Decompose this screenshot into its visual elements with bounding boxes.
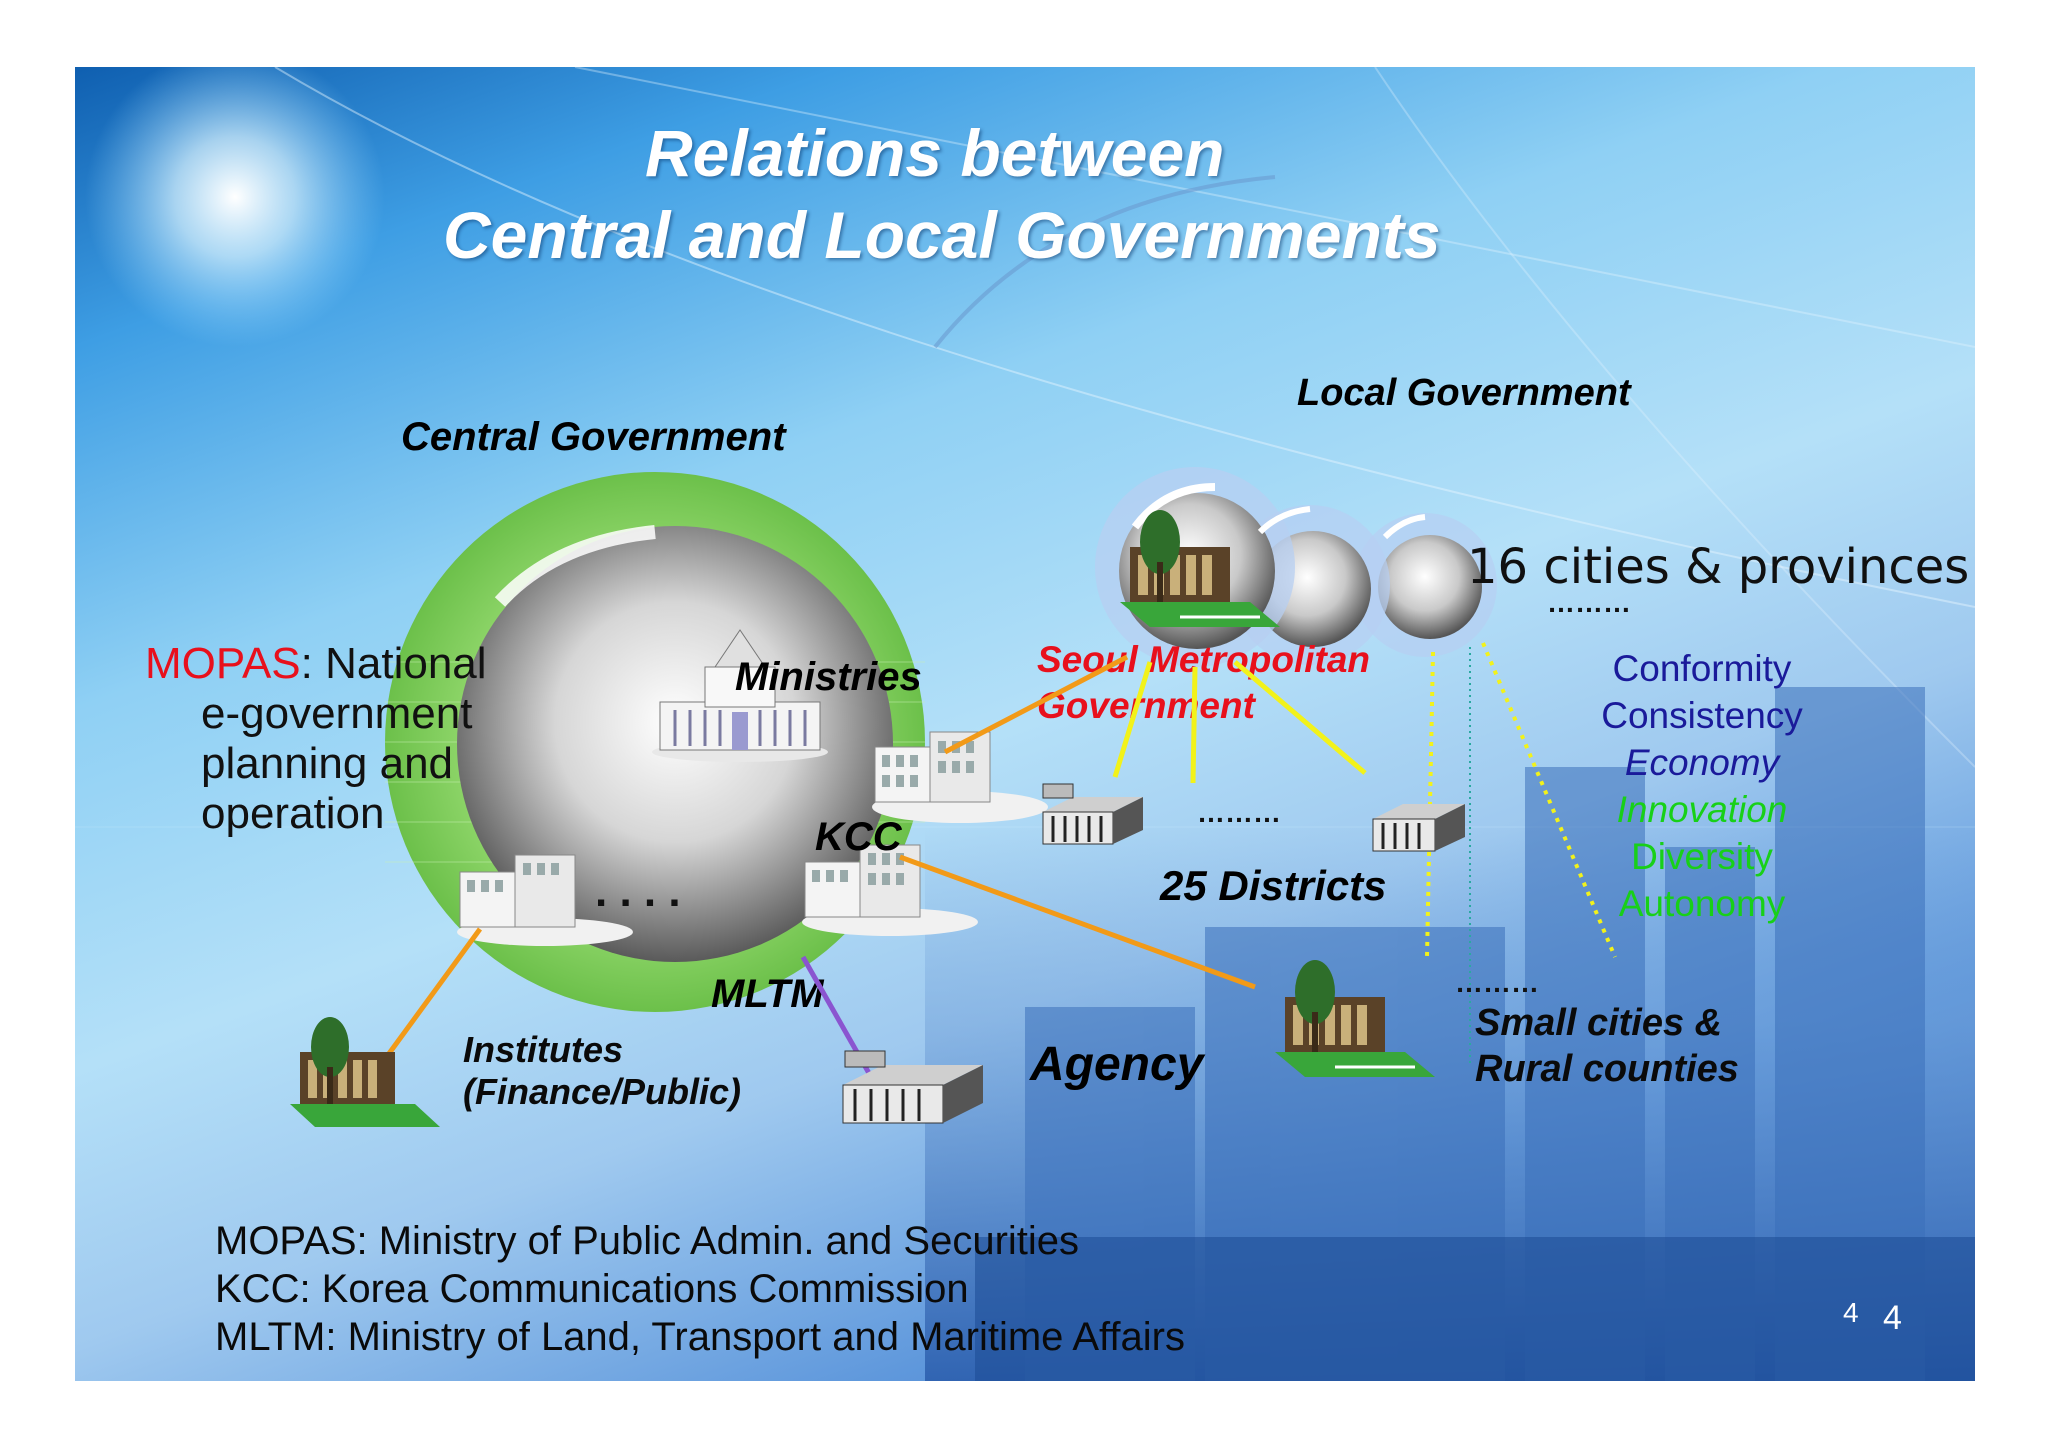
- value-economy: Economy: [1624, 742, 1780, 783]
- local-government-heading: Local Government: [1297, 372, 1631, 414]
- mopas-note-line-2: e-government: [201, 689, 473, 738]
- title-line-2: Central and Local Governments: [443, 198, 1441, 272]
- mopas-note-line-4: operation: [201, 789, 385, 838]
- district-dots: ………: [1197, 797, 1281, 828]
- central-to-institutes-line: [382, 927, 483, 1061]
- value-diversity: Diversity: [1631, 836, 1773, 877]
- seoul-to-district-line-2: [1190, 666, 1198, 784]
- mopas-note: MOPAS: National e-government planning an…: [145, 639, 487, 839]
- value-innovation: Innovation: [1616, 789, 1788, 830]
- legend-kcc: KCC: Korea Communications Commission: [215, 1267, 969, 1311]
- park-building-icon: [1120, 510, 1280, 627]
- background-art: [75, 67, 1975, 1381]
- abbreviation-legend: MOPAS: Ministry of Public Admin. and Sec…: [215, 1217, 1185, 1361]
- ministries-label: Ministries: [735, 655, 922, 699]
- small-cities-label-line-2: Rural counties: [1475, 1048, 1739, 1090]
- small-cities-label-line-1: Small cities &: [1475, 1002, 1723, 1044]
- seoul-to-district-line-1: [1112, 661, 1153, 778]
- small-cities-label: Small cities & Rural counties: [1475, 1000, 1739, 1092]
- slide: Relations between Central and Local Gove…: [75, 67, 1975, 1381]
- kcc-building-icon: [802, 844, 978, 936]
- central-government-heading: Central Government: [401, 415, 786, 459]
- capitol-icon: [652, 629, 828, 762]
- cities-dots: ………: [1547, 587, 1631, 618]
- connector-lines: [382, 642, 1617, 1077]
- ministry-building-icon-left: [457, 854, 633, 946]
- mopas-note-line-3: planning and: [201, 739, 454, 788]
- institutes-label-line-2: (Finance/Public): [463, 1071, 742, 1112]
- office-block-icon-right: [1372, 804, 1465, 852]
- institutes-label: Institutes (Finance/Public): [463, 1029, 741, 1113]
- seoul-to-district-line-3: [1233, 660, 1367, 775]
- page-number-small: 4: [1843, 1297, 1859, 1328]
- park-building-icon-small-cities: [1275, 960, 1435, 1077]
- legend-mopas: MOPAS: Ministry of Public Admin. and Sec…: [215, 1219, 1080, 1263]
- cities-provinces-label: 16 cities & provinces: [1467, 539, 1970, 595]
- page-number-large: 4: [1883, 1299, 1902, 1337]
- agency-label: Agency: [1030, 1038, 1204, 1091]
- small-cities-dots: ………: [1455, 967, 1539, 998]
- districts-label: 25 Districts: [1160, 862, 1387, 909]
- ministry-building-icon: [872, 731, 1048, 823]
- kcc-label: KCC: [815, 815, 902, 859]
- mopas-note-line-1: : National: [300, 639, 487, 688]
- value-autonomy: Autonomy: [1618, 883, 1786, 924]
- province-to-values-line: [1481, 642, 1617, 958]
- values-list: Conformity Consistency Economy Innovatio…: [1577, 645, 1827, 927]
- office-block-icon: [1042, 783, 1143, 845]
- office-block-icon-agency: [842, 1050, 983, 1124]
- value-consistency: Consistency: [1601, 695, 1803, 736]
- value-conformity: Conformity: [1612, 648, 1792, 689]
- mopas-label: MOPAS: [145, 639, 301, 688]
- institutes-label-line-1: Institutes: [463, 1029, 624, 1070]
- central-dots: . . . .: [595, 867, 681, 916]
- legend-mltm: MLTM: Ministry of Land, Transport and Ma…: [215, 1315, 1185, 1359]
- kcc-to-seoul-line: [943, 654, 1129, 755]
- title-line-1: Relations between: [645, 116, 1225, 190]
- central-to-small-cities-line: [899, 854, 1256, 990]
- park-building-icon-institutes: [290, 1017, 440, 1127]
- seoul-label-line-2: Government: [1037, 685, 1255, 726]
- mltm-label: MLTM: [711, 972, 824, 1016]
